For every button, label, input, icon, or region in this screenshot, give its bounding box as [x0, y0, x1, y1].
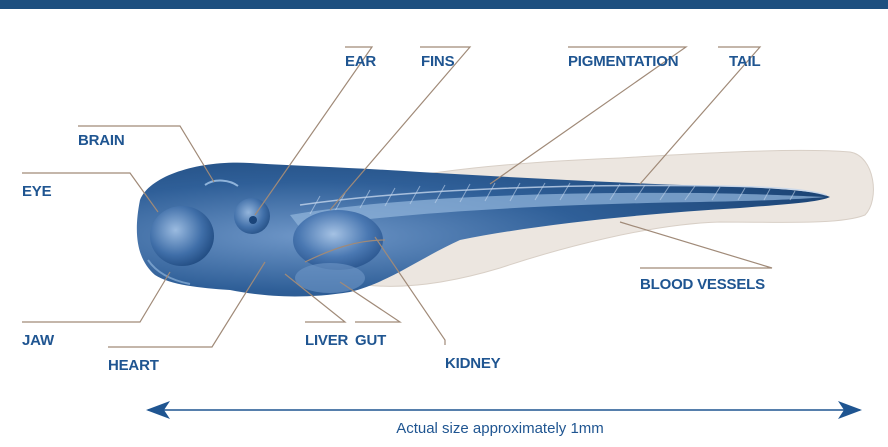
ear-shape: [234, 198, 270, 234]
label-heart: HEART: [108, 357, 159, 374]
label-tail: TAIL: [729, 53, 760, 70]
label-brain: BRAIN: [78, 132, 125, 149]
label-gut: GUT: [355, 332, 386, 349]
label-eye: EYE: [22, 183, 52, 200]
scale-caption: Actual size approximately 1mm: [396, 420, 604, 437]
label-pigmentation: PIGMENTATION: [568, 53, 678, 70]
label-ear: EAR: [345, 53, 376, 70]
label-liver: LIVER: [305, 332, 349, 349]
label-kidney: KIDNEY: [445, 355, 501, 372]
label-blood-vessels: BLOOD VESSELS: [640, 276, 765, 293]
label-fins: FINS: [421, 53, 455, 70]
label-jaw: JAW: [22, 332, 55, 349]
eye-shape: [150, 206, 214, 266]
